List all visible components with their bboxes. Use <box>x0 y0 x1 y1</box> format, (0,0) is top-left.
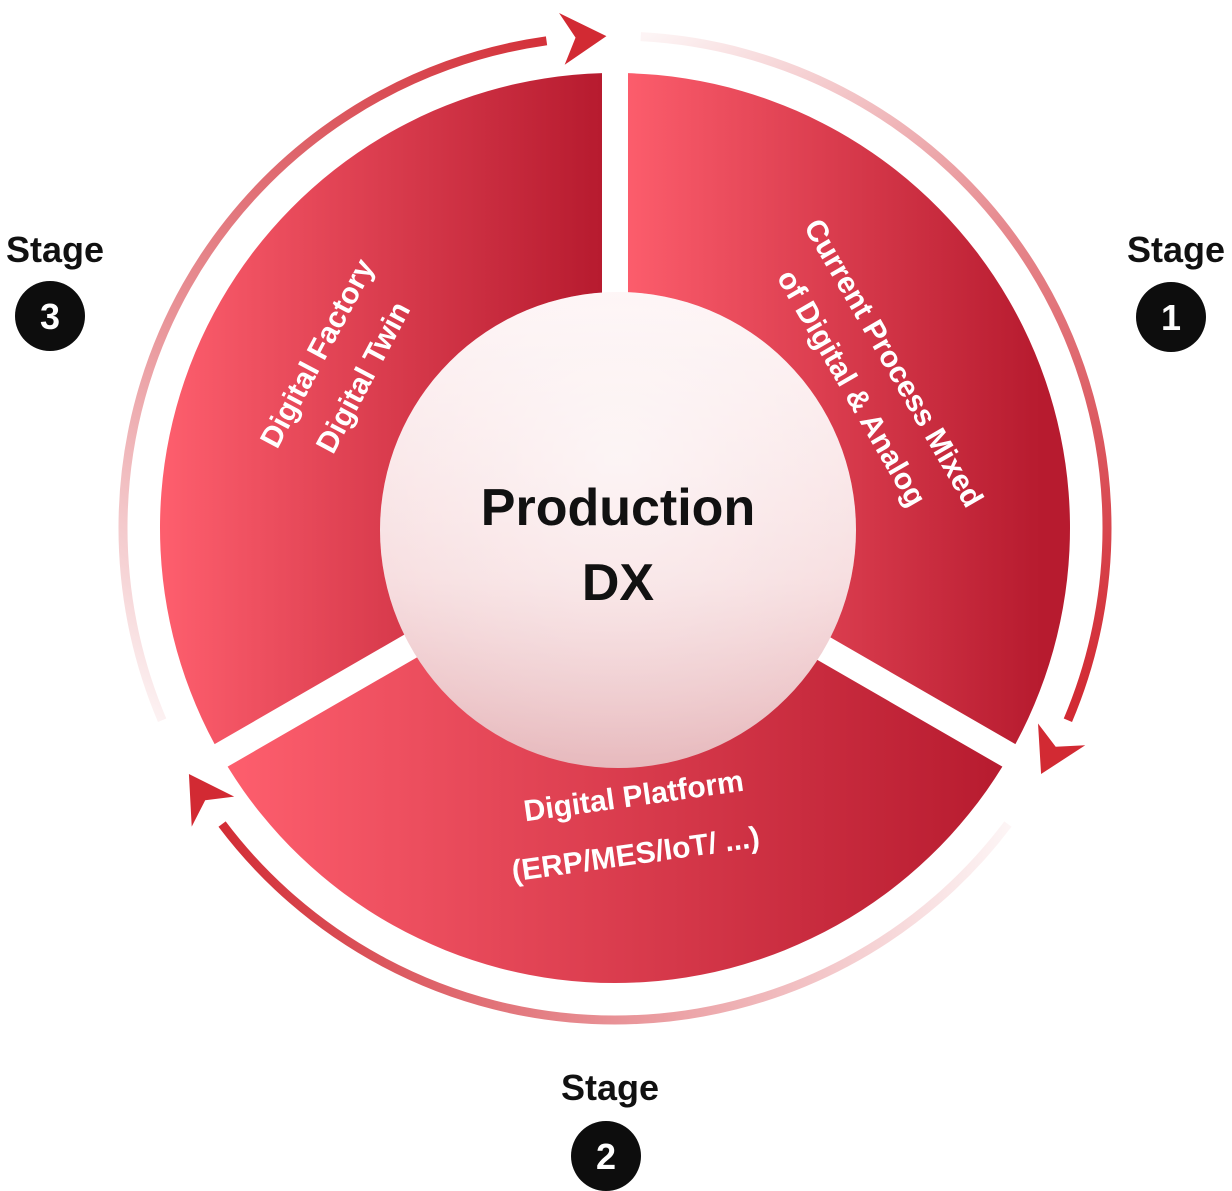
stage-3-badge <box>15 281 85 351</box>
stage-2-marker: Stage 2 <box>561 1067 659 1191</box>
arrow-head-stage-3 <box>559 13 607 65</box>
stage-1-marker: Stage 1 <box>1127 229 1225 352</box>
cycle-arrows <box>118 13 1112 1025</box>
stage-2-label: Stage <box>561 1067 659 1108</box>
donut-segments <box>159 73 1070 984</box>
arrow-arc-stage-2 <box>218 821 1012 1025</box>
arrow-arc-stage-1 <box>640 32 1112 722</box>
stage-3-label: Stage <box>6 229 104 270</box>
arrow-head-stage-2 <box>188 774 235 827</box>
segment-stage-2 <box>227 651 1003 984</box>
center-hub: Production DX <box>380 292 856 768</box>
stage-3-marker: Stage 3 <box>6 229 104 351</box>
hub-title-line-1: Production <box>481 479 755 537</box>
hub-title-line-2: DX <box>582 554 655 612</box>
stage-2-number: 2 <box>596 1136 616 1177</box>
arrow-head-stage-1 <box>1038 723 1086 774</box>
segment-stage-1 <box>627 73 1070 745</box>
stage-1-number: 1 <box>1161 297 1181 338</box>
arrow-arc-stage-3 <box>118 36 548 722</box>
stage-2-badge <box>571 1121 641 1191</box>
stage-3-number: 3 <box>40 296 60 337</box>
segment-stage-3 <box>159 73 603 745</box>
stage-1-label: Stage <box>1127 229 1225 270</box>
stage-1-badge <box>1136 282 1206 352</box>
